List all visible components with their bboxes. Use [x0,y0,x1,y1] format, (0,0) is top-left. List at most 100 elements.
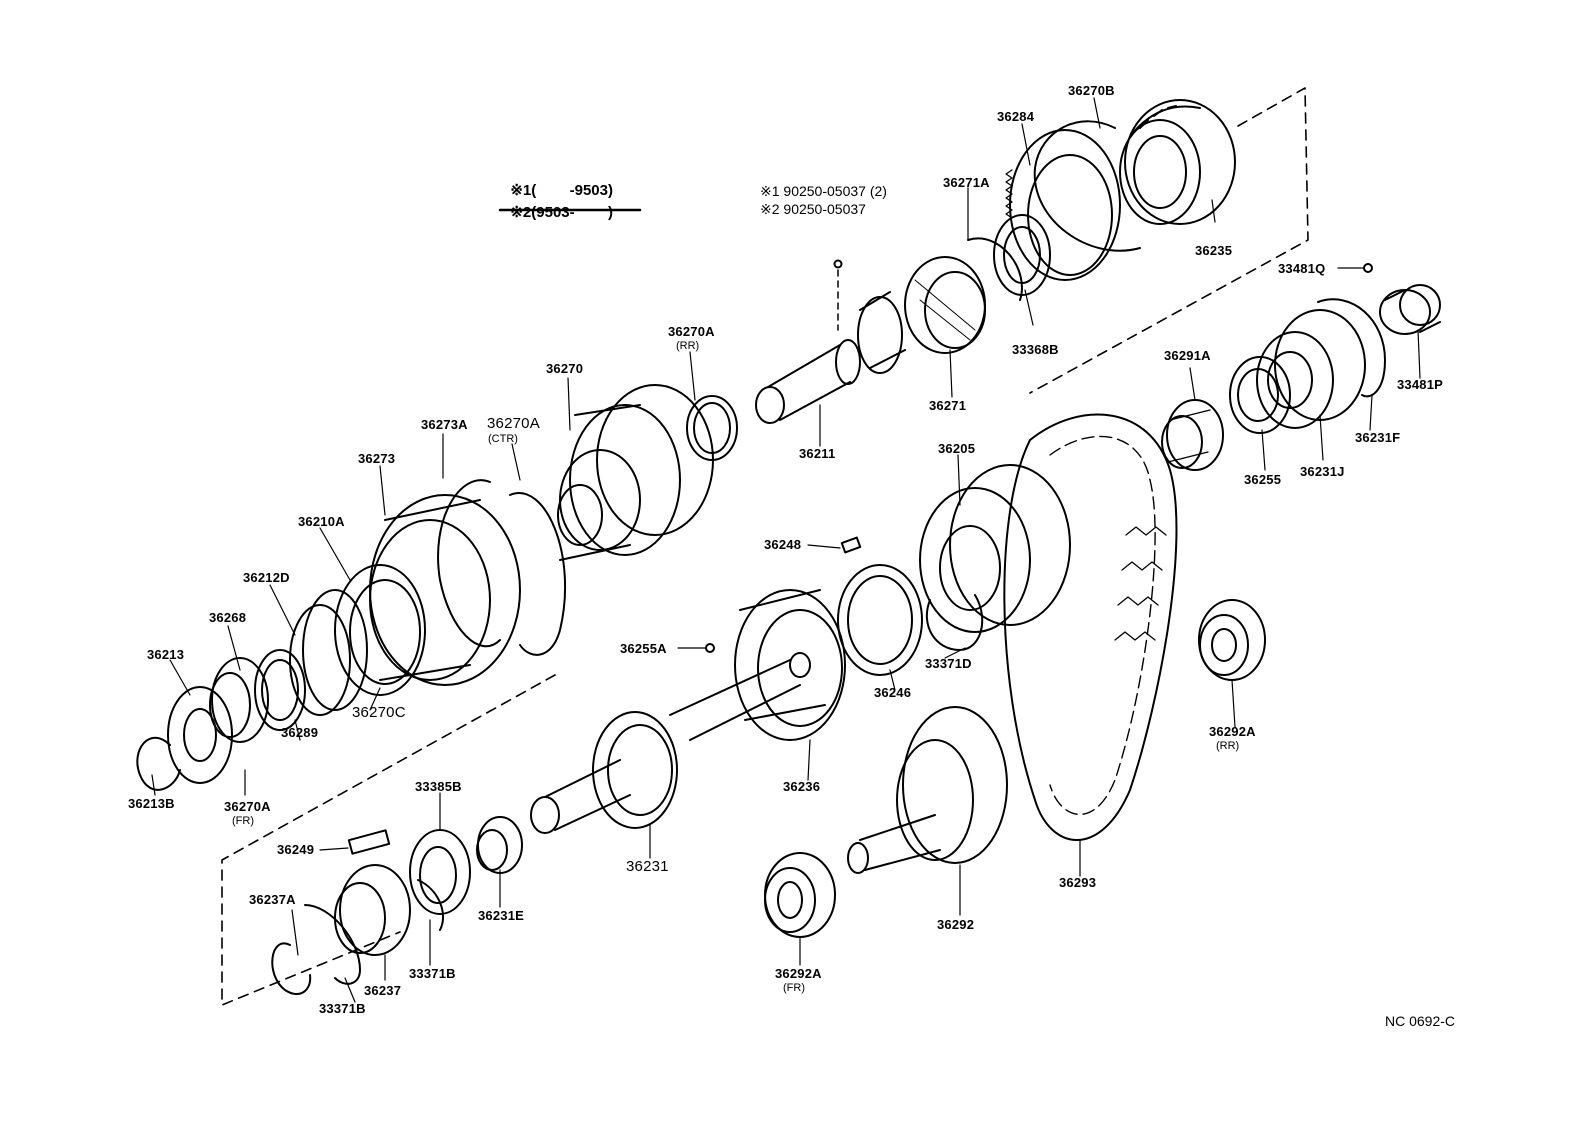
legend-mark-1: ※1 [510,182,532,199]
label-33481P: 33481P [1397,377,1444,392]
ring-gear-36273 [369,494,521,686]
label-36212D: 36212D [243,570,290,585]
bearing-36268 [209,657,269,743]
sleeve-33481P [1379,284,1441,335]
snap-ring-36213B [136,736,181,791]
label-36268: 36268 [209,610,247,625]
ring-36289 [254,649,306,731]
washer-36213 [167,686,233,784]
needle-bearing-36231E [476,816,523,874]
label-36292: 36292 [937,917,975,932]
label-36237A: 36237A [249,892,296,907]
label-36237: 36237 [364,983,402,998]
label-36270A-ctr-sub: (CTR) [488,433,518,445]
label-36292A-fr: 36292A [775,966,822,981]
label-36213: 36213 [147,647,185,662]
label-36271A: 36271A [943,175,990,190]
snap-ring-36231F [1317,298,1386,398]
label-36249: 36249 [277,842,315,857]
sync-ring-36246 [837,564,923,676]
bearing-36292A-rr [1198,599,1266,681]
label-36270B: 36270B [1068,83,1115,98]
bolt-icon [833,259,843,269]
dashed-boundary [221,87,1309,1006]
label-36231J: 36231J [1300,464,1345,479]
label-36291A: 36291A [1164,348,1211,363]
legend-mark-2: ※2 [510,204,532,221]
label-36246: 36246 [874,685,912,700]
label-36210A: 36210A [298,514,345,529]
label-33371B-b: 33371B [319,1001,366,1016]
snap-ring-36270A-ctr [509,492,567,656]
key-36249 [347,829,391,855]
label-36273: 36273 [358,451,396,466]
label-36213B: 36213B [128,796,175,811]
snap-ring-36270B [1033,120,1141,252]
label-36231: 36231 [626,858,669,875]
snap-ring-36270C [289,604,351,716]
hub-36236 [734,589,846,741]
snap-ring-36237A [271,942,312,995]
sprocket-36292 [847,706,1008,874]
label-36270A-fr: 36270A [224,799,271,814]
label-36270A-fr-sub: (FR) [232,815,254,827]
bolt-note-line-2: ※2 90250-05037 [760,201,866,217]
label-33368B: 33368B [1012,342,1059,357]
label-36292A-rr: 36292A [1209,724,1256,739]
legend-text-2: (9503- ) [531,204,613,221]
label-36236: 36236 [783,779,821,794]
label-33481Q: 33481Q [1278,261,1326,276]
label-36270A-rr: 36270A [668,324,715,339]
label-36292A-fr-sub: (FR) [783,982,805,994]
sprocket-36205 [919,464,1071,633]
bearing-36271 [904,256,986,354]
washer-36255 [1229,356,1291,434]
label-36270C: 36270C [352,704,406,721]
gear-36237 [334,864,411,956]
label-36235: 36235 [1195,243,1233,258]
label-36273A: 36273A [421,417,468,432]
ring-gear-36284 [1005,129,1121,281]
needle-bearing-36291A [1161,399,1224,471]
label-36292A-rr-sub: (RR) [1216,740,1240,752]
key-36248 [840,536,862,554]
label-36231F: 36231F [1355,430,1401,445]
shaft-36231 [530,652,811,834]
ball-36255A [705,643,715,653]
label-36255A: 36255A [620,641,667,656]
legend-line-2: ※2(9503- ) [502,186,613,221]
ring-36212D [302,589,368,711]
legend-line-1: ※1( -9503) [502,164,613,199]
snap-ring-36271A [967,237,1023,301]
label-33371B-a: 33371B [409,966,456,981]
label-36205: 36205 [938,441,976,456]
label-36211: 36211 [799,446,836,461]
snap-ring-33371B-a [304,904,361,985]
bolt-note-line-1: ※1 90250-05037 (2) [760,183,887,199]
chain-36293 [1003,413,1178,841]
label-36293: 36293 [1059,875,1097,890]
leader-lines [151,97,1421,1003]
label-36270A-rr-sub: (RR) [676,340,700,352]
ball-33481Q [1363,263,1373,273]
drawing-code: NC 0692-C [1385,1013,1456,1029]
label-33371D: 33371D [925,656,972,671]
hub-36235 [1119,99,1236,225]
label-36284: 36284 [997,109,1035,124]
carrier-36270 [557,384,714,561]
bearing-36292A-fr [764,852,836,938]
label-36271: 36271 [929,398,967,413]
snap-ring-33371B-b [417,879,444,931]
shaft-36211 [755,291,906,424]
ring-36210A [334,564,426,696]
label-36270A-ctr: 36270A [487,415,540,432]
label-36289: 36289 [281,725,319,740]
label-36255: 36255 [1244,472,1282,487]
snap-ring-36273A [437,479,501,648]
label-33385B: 33385B [415,779,462,794]
legend-text-1: ( -9503) [531,182,613,199]
label-36248: 36248 [764,537,802,552]
label-36231E: 36231E [478,908,525,923]
